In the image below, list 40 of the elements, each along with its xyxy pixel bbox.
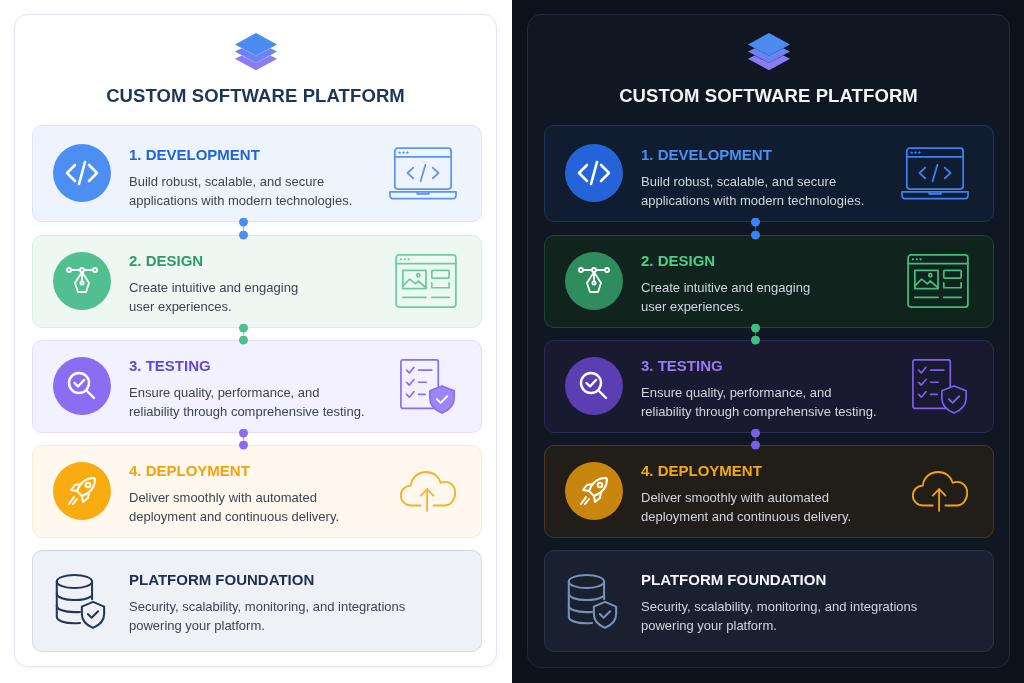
- stage-panel: [544, 445, 994, 538]
- stage-title: 4. DEPLOYMENT: [641, 461, 762, 481]
- stage-panel: [32, 235, 482, 328]
- stage-title: 2. DESIGN: [129, 251, 204, 271]
- connector-line: [751, 428, 760, 450]
- stage-description: Ensure quality, performance, and reliability through comprehensive testing.: [641, 384, 878, 421]
- infographic-panel: [14, 14, 497, 667]
- foundation-panel: [32, 550, 482, 652]
- stage-description: Deliver smoothly with automated deployment and continuous delivery.: [129, 489, 341, 526]
- stage-panel: [544, 340, 994, 433]
- panel-title: CUSTOM SOFTWARE PLATFORM: [106, 85, 405, 107]
- panel-title: CUSTOM SOFTWARE PLATFORM: [619, 85, 918, 107]
- foundation-description: Security, scalability, monitoring, and integrations powering your platform.: [129, 598, 407, 635]
- stage-panel: [544, 125, 994, 222]
- stage-panel: [32, 125, 482, 222]
- stage-title: 3. TESTING: [129, 356, 211, 376]
- stage-title: 1. DEVELOPMENT: [641, 145, 772, 165]
- stage-title: 2. DESIGN: [641, 251, 716, 271]
- foundation-panel: [544, 550, 994, 652]
- foundation-title: PLATFORM FOUNDATION: [641, 570, 827, 590]
- stage-description: Create intuitive and engaging user experiences.: [129, 279, 300, 316]
- stage-description: Ensure quality, performance, and reliability through comprehensive testing.: [129, 384, 366, 421]
- connector-line: [239, 428, 248, 450]
- foundation-description: Security, scalability, monitoring, and integrations powering your platform.: [641, 598, 919, 635]
- connector-line: [751, 323, 760, 345]
- stage-panel: [544, 235, 994, 328]
- stage-description: Deliver smoothly with automated deployment and continuous delivery.: [641, 489, 853, 526]
- stage-panel: [32, 340, 482, 433]
- stage-description: Build robust, scalable, and secure applications with modern technologies.: [129, 173, 354, 210]
- stage-title: 1. DEVELOPMENT: [129, 145, 260, 165]
- stage-description: Create intuitive and engaging user experiences.: [641, 279, 812, 316]
- connector-line: [239, 323, 248, 345]
- stage-description: Build robust, scalable, and secure applications with modern technologies.: [641, 173, 866, 210]
- stage-panel: [32, 445, 482, 538]
- connector-line: [751, 217, 760, 240]
- stage-title: 3. TESTING: [641, 356, 723, 376]
- connector-line: [239, 217, 248, 240]
- infographic-panel: [527, 14, 1010, 668]
- stage-title: 4. DEPLOYMENT: [129, 461, 250, 481]
- foundation-title: PLATFORM FOUNDATION: [129, 570, 315, 590]
